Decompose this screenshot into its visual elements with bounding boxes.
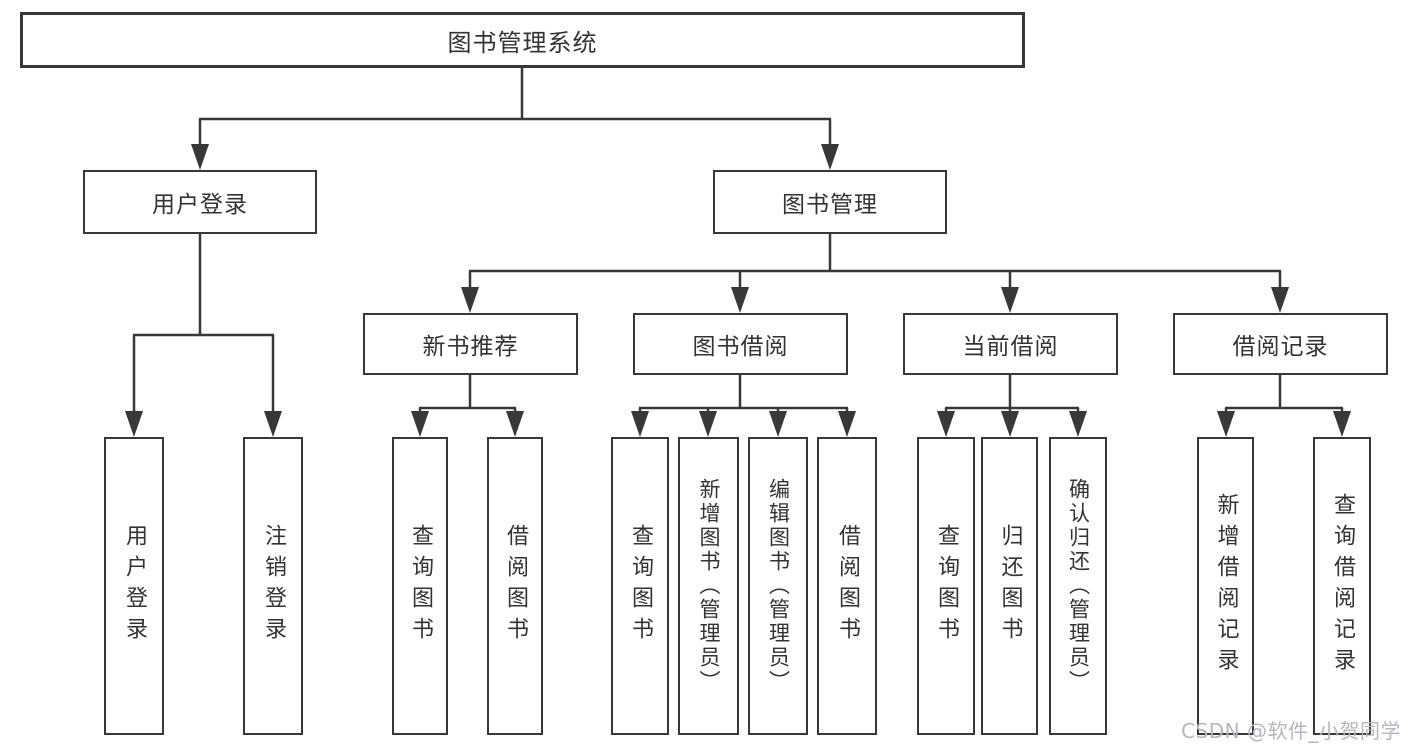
leaf-borrow-books-recommend: 借阅图书 (487, 437, 543, 735)
leaf-query-books-current: 查询图书 (917, 437, 975, 735)
arrow-down-icon (1069, 411, 1087, 437)
leaf-confirm-return-admin-label: 确认归还（管理员） (1066, 478, 1091, 694)
node-borrowing-records: 借阅记录 (1173, 313, 1388, 375)
csdn-watermark: CSDN @软件_小贺同学 (1181, 719, 1401, 743)
arrow-down-icon (699, 411, 717, 437)
leaf-edit-books-admin: 编辑图书（管理员） (748, 437, 808, 735)
arrow-down-icon (506, 411, 524, 437)
leaf-query-books-borrow-label: 查询图书 (628, 524, 653, 648)
leaf-edit-books-admin-label: 编辑图书（管理员） (766, 478, 791, 694)
arrow-down-icon (769, 411, 787, 437)
branch-book-management: 图书管理 (713, 170, 947, 234)
leaf-user-login: 用户登录 (104, 437, 164, 735)
leaf-user-login-label: 用户登录 (122, 524, 147, 648)
leaf-borrow-books: 借阅图书 (817, 437, 877, 735)
root-node: 图书管理系统 (20, 12, 1025, 68)
arrow-down-icon (821, 144, 839, 170)
arrow-down-icon (838, 411, 856, 437)
arrow-down-icon (1333, 411, 1351, 437)
node-book-borrowing: 图书借阅 (633, 313, 848, 375)
leaf-add-borrow-record-label: 新增借阅记录 (1213, 493, 1239, 679)
arrow-down-icon (461, 287, 479, 313)
arrow-down-icon (731, 287, 749, 313)
branch-book-management-label: 图书管理 (782, 192, 878, 218)
root-node-label: 图书管理系统 (447, 28, 598, 57)
branch-user-login: 用户登录 (83, 170, 317, 234)
leaf-query-books-current-label: 查询图书 (934, 524, 959, 648)
arrow-down-icon (191, 144, 209, 170)
leaf-confirm-return-admin: 确认归还（管理员） (1049, 437, 1107, 735)
leaf-borrow-books-recommend-label: 借阅图书 (503, 524, 528, 648)
leaf-add-books-admin: 新增图书（管理员） (678, 437, 739, 735)
leaf-logout: 注销登录 (243, 437, 303, 735)
arrow-down-icon (125, 411, 143, 437)
leaf-query-books-borrow: 查询图书 (611, 437, 669, 735)
node-current-borrowing-label: 当前借阅 (962, 334, 1059, 360)
leaf-return-books: 归还图书 (981, 437, 1038, 735)
node-borrowing-records-label: 借阅记录 (1232, 334, 1329, 360)
node-book-borrowing-label: 图书借阅 (692, 334, 789, 360)
arrow-down-icon (1001, 287, 1019, 313)
node-new-book-recommendation-label: 新书推荐 (422, 334, 519, 360)
node-current-borrowing: 当前借阅 (903, 313, 1118, 375)
leaf-add-books-admin-label: 新增图书（管理员） (697, 478, 721, 694)
leaf-query-borrow-record-label: 查询借阅记录 (1330, 493, 1355, 679)
arrow-down-icon (411, 411, 429, 437)
leaf-query-books-recommend: 查询图书 (392, 437, 448, 735)
arrow-down-icon (1271, 287, 1289, 313)
leaf-logout-label: 注销登录 (261, 524, 286, 648)
arrow-down-icon (631, 411, 649, 437)
leaf-borrow-books-label: 借阅图书 (835, 524, 860, 648)
arrow-down-icon (937, 411, 955, 437)
arrow-down-icon (1217, 411, 1235, 437)
arrow-down-icon (1001, 411, 1019, 437)
leaf-return-books-label: 归还图书 (997, 524, 1023, 648)
branch-user-login-label: 用户登录 (152, 192, 248, 218)
arrow-down-icon (264, 411, 282, 437)
node-new-book-recommendation: 新书推荐 (363, 313, 578, 375)
leaf-add-borrow-record: 新增借阅记录 (1197, 437, 1254, 735)
leaf-query-borrow-record: 查询借阅记录 (1313, 437, 1371, 735)
leaf-query-books-recommend-label: 查询图书 (408, 524, 433, 648)
